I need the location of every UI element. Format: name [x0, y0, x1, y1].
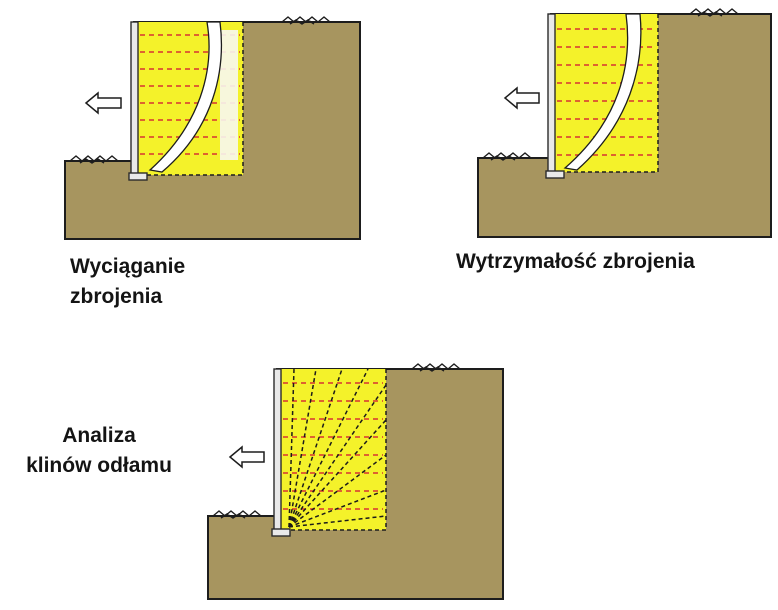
- reinforced-zone-boundary: [145, 22, 244, 176]
- push-arrow-icon: [503, 86, 540, 110]
- caption-line: Wyciąganie: [70, 255, 186, 278]
- reinforced-zone: [280, 369, 386, 530]
- push-arrow-icon: [228, 445, 265, 469]
- panel-pullout: [64, 16, 361, 240]
- grass-icon: [411, 363, 461, 372]
- failure-arc-icon: [148, 21, 223, 173]
- grass-icon: [482, 152, 532, 161]
- wall-footing-icon: [271, 528, 291, 537]
- wall-footing-icon: [545, 170, 565, 179]
- panel-wedge: [207, 363, 504, 600]
- grass-icon: [212, 510, 262, 519]
- facing-wall: [130, 21, 139, 178]
- reinforcement-layers: [283, 382, 383, 510]
- caption-line: Wytrzymałość zbrojenia: [456, 250, 695, 273]
- caption-pullout: Wyciąganie zbrojenia: [70, 252, 185, 312]
- grass-icon: [69, 155, 119, 164]
- reinforced-zone-boundary: [288, 369, 387, 531]
- caption-line: zbrojenia: [70, 285, 163, 308]
- facing-wall: [273, 368, 282, 532]
- wedge-fan-icon: [288, 368, 387, 528]
- push-arrow-icon: [84, 91, 122, 115]
- grass-icon: [281, 16, 331, 25]
- caption-strength: Wytrzymałość zbrojenia: [456, 247, 695, 277]
- panel-strength: [477, 8, 772, 238]
- wall-footing-icon: [128, 172, 148, 181]
- pullout-strip-band: [220, 30, 238, 160]
- reinforced-zone-boundary: [562, 14, 659, 173]
- reinforced-zone: [554, 14, 658, 172]
- caption-line: klinów odłamu: [26, 454, 172, 477]
- grass-icon: [689, 8, 739, 17]
- failure-arc-icon: [563, 13, 642, 171]
- caption-line: Analiza: [62, 424, 136, 447]
- caption-wedge: Analiza klinów odłamu: [4, 421, 194, 481]
- facing-wall: [547, 13, 556, 174]
